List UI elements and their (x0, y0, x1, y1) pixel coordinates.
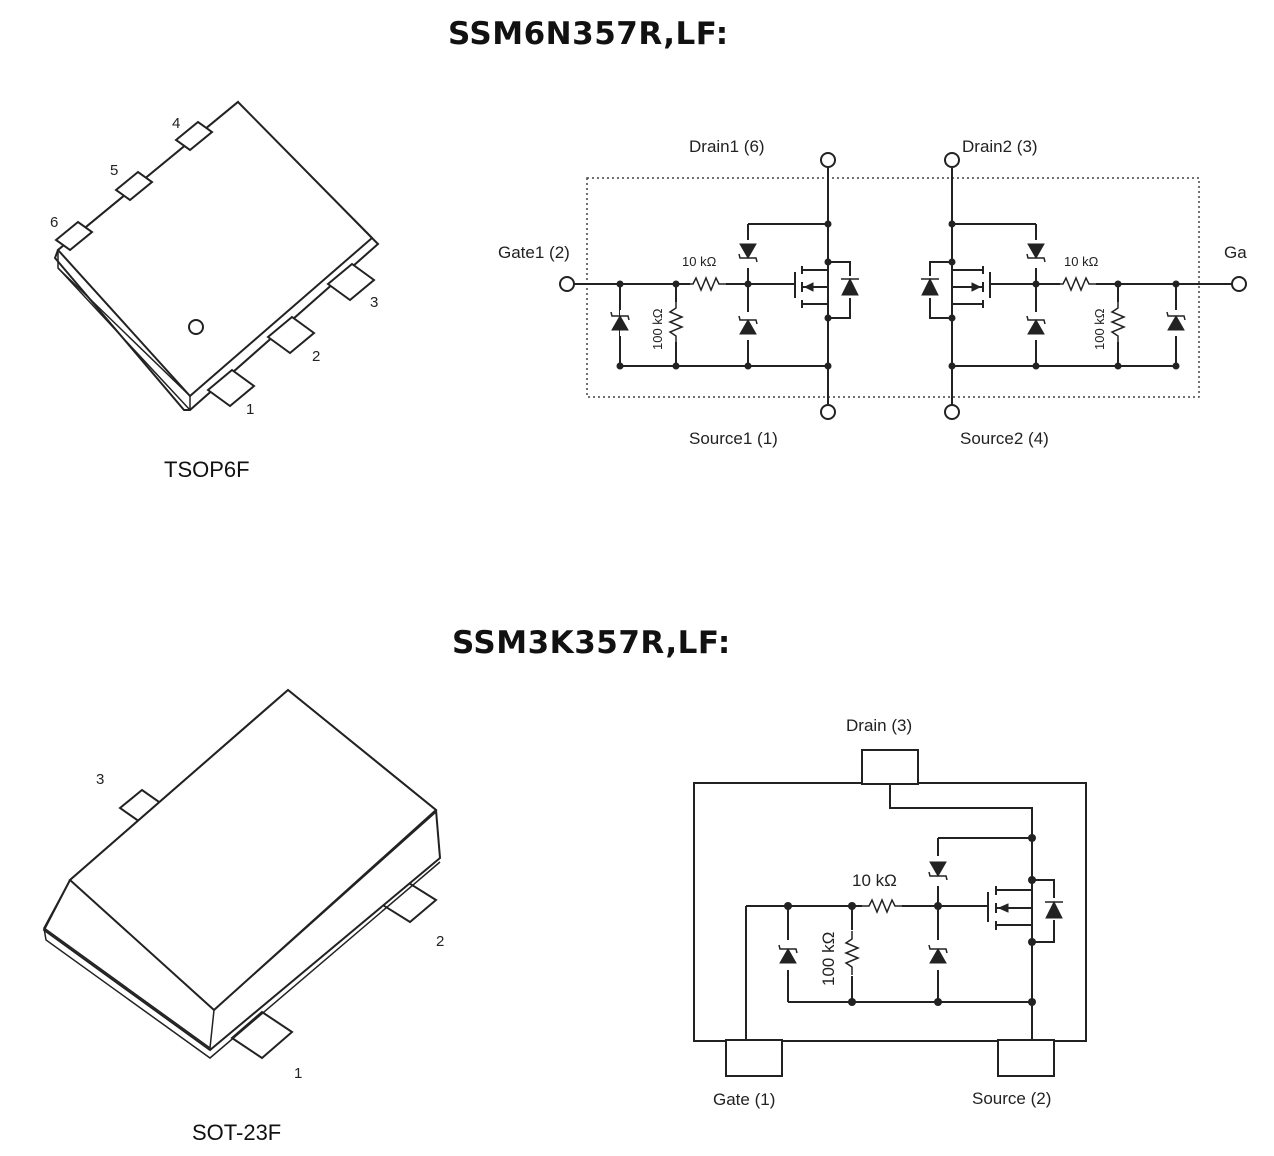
sot23f-package-drawing (42, 688, 442, 1060)
sot-pin-2: 2 (436, 933, 444, 950)
tsop-pin-2: 2 (312, 348, 320, 365)
r-shunt-2-label: 100 kΩ (1092, 308, 1107, 350)
r-series-2-label: 10 kΩ (1064, 254, 1099, 269)
tsop-pin-1: 1 (246, 401, 254, 418)
part1-title: SSM6N357R,LF: (448, 16, 729, 52)
tsop6f-package-drawing (53, 100, 380, 412)
gate-label: Gate (1) (713, 1090, 775, 1109)
sot-pin-3: 3 (96, 771, 104, 788)
tsop-pin-4: 4 (172, 115, 180, 132)
r-shunt-1-label: 100 kΩ (650, 308, 665, 350)
tsop-pin-5: 5 (110, 162, 118, 179)
drain1-label: Drain1 (6) (689, 137, 765, 156)
drain-label: Drain (3) (846, 716, 912, 735)
tsop-pin-3: 3 (370, 294, 378, 311)
source-label: Source (2) (972, 1089, 1051, 1108)
sot-pin-1: 1 (294, 1065, 302, 1082)
part2-title: SSM3K357R,LF: (452, 625, 731, 661)
gate2-label-partial: Ga (1224, 243, 1247, 262)
dual-mosfet-schematic (559, 152, 1247, 420)
r-series-1-label: 10 kΩ (682, 254, 717, 269)
drain2-label: Drain2 (3) (962, 137, 1038, 156)
tsop6f-package-label: TSOP6F (164, 457, 250, 482)
source2-label: Source2 (4) (960, 429, 1049, 448)
r-series-label: 10 kΩ (852, 871, 897, 890)
r-shunt-label: 100 kΩ (819, 932, 838, 986)
gate1-label: Gate1 (2) (498, 243, 570, 262)
sot23f-package-label: SOT-23F (192, 1120, 281, 1145)
source1-label: Source1 (1) (689, 429, 778, 448)
single-mosfet-schematic (693, 749, 1087, 1077)
tsop-pin-6: 6 (50, 214, 58, 231)
